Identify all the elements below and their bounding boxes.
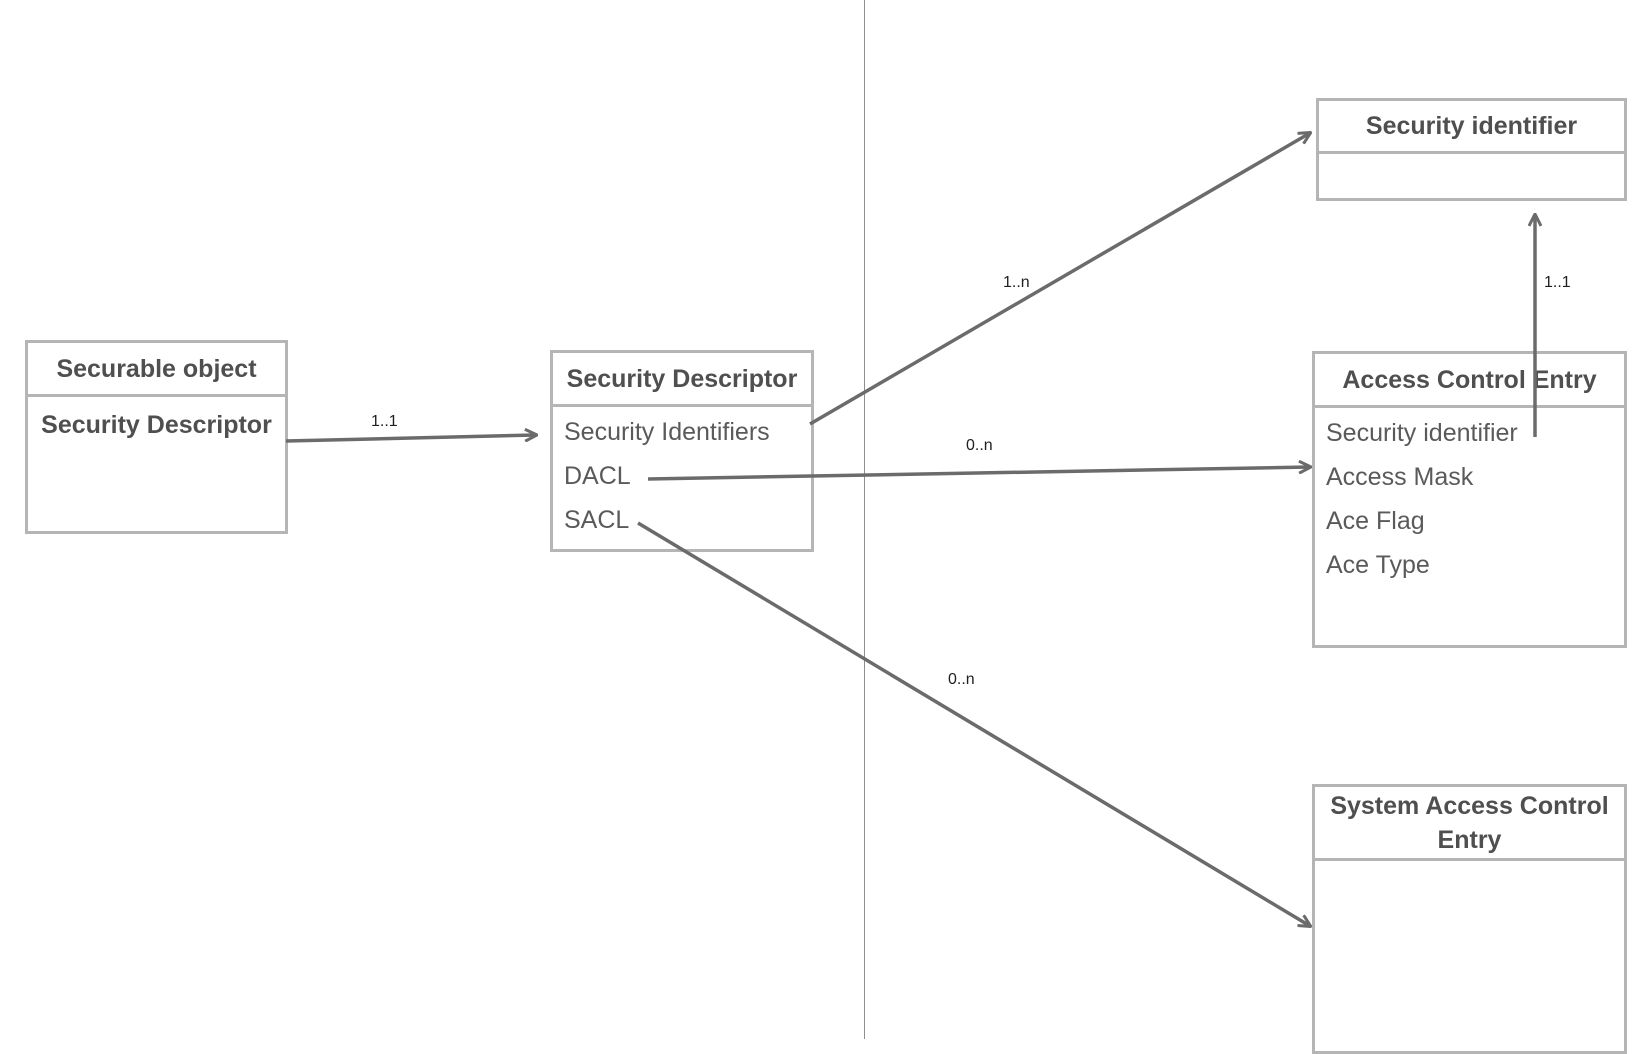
class-security-identifier[interactable]: Security identifier [1316, 98, 1627, 201]
class-title: Security Descriptor [553, 353, 811, 407]
class-system-access-control-entry[interactable]: System Access Control Entry [1312, 784, 1627, 1054]
multiplicity-identifiers-to-sid: 1..n [1003, 274, 1030, 291]
multiplicity-object-to-descriptor: 1..1 [371, 413, 398, 430]
class-access-control-entry[interactable]: Access Control Entry Security identifier… [1312, 351, 1627, 648]
class-attributes: Security Descriptor [28, 397, 285, 443]
class-title: System Access Control Entry [1315, 787, 1624, 861]
attribute-ace-flag: Ace Flag [1326, 507, 1425, 535]
class-attributes: Security identifier Access Mask Ace Flag… [1315, 408, 1624, 587]
vertical-divider [864, 0, 865, 1039]
connector-object-to-descriptor [285, 435, 536, 443]
multiplicity-sacl-to-sace: 0..n [948, 671, 975, 688]
attribute-security-identifiers: Security Identifiers [564, 418, 770, 446]
attribute-dacl: DACL [564, 462, 631, 490]
class-title: Securable object [28, 343, 285, 397]
class-security-descriptor[interactable]: Security Descriptor Security Identifiers… [550, 350, 814, 552]
class-securable-object[interactable]: Securable object Security Descriptor [25, 340, 288, 534]
connector-identifiers-to-sid [809, 133, 1310, 426]
class-title: Access Control Entry [1315, 354, 1624, 408]
attribute-security-identifier: Security identifier [1326, 419, 1518, 447]
class-attributes: Security Identifiers DACL SACL [553, 407, 811, 542]
attribute-sacl: SACL [564, 506, 630, 534]
multiplicity-dacl-to-ace: 0..n [966, 437, 993, 454]
attribute-security-descriptor: Security Descriptor [41, 411, 272, 439]
connector-sacl-to-sace [637, 521, 1310, 926]
attribute-ace-type: Ace Type [1326, 551, 1430, 579]
class-title: Security identifier [1319, 101, 1624, 154]
multiplicity-ace-to-sid: 1..1 [1544, 274, 1571, 291]
attribute-access-mask: Access Mask [1326, 463, 1474, 491]
